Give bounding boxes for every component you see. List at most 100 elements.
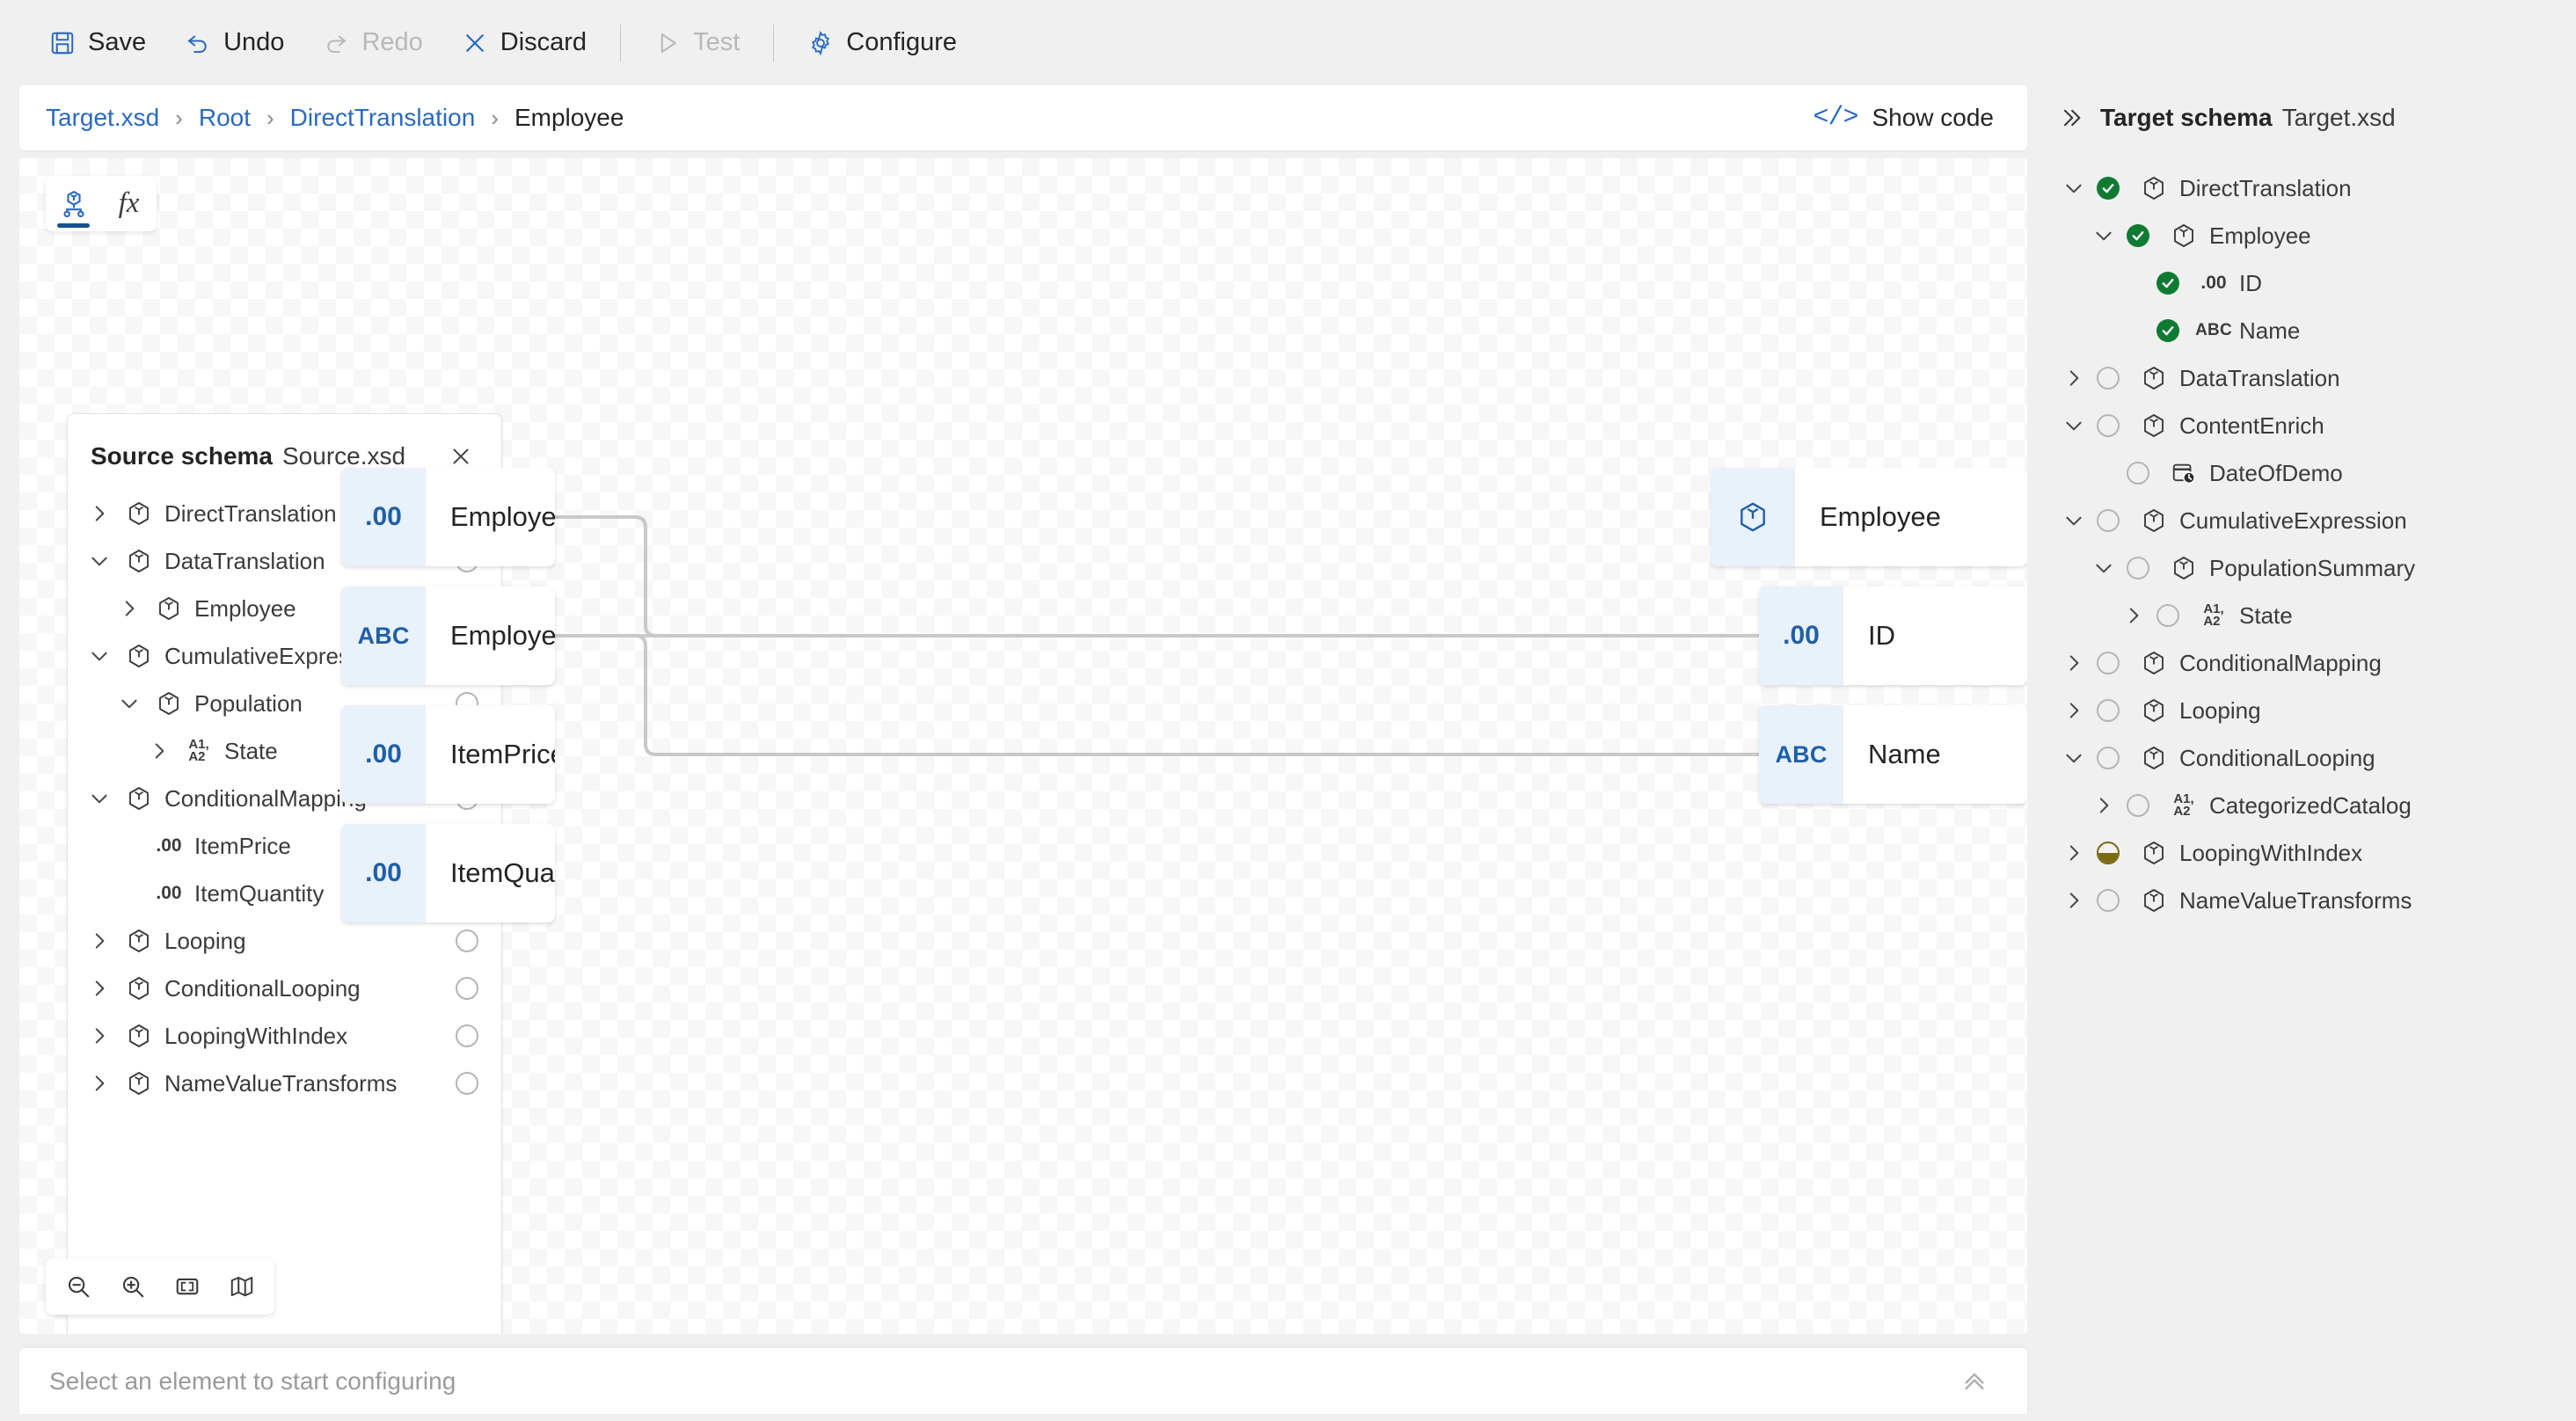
chevron-right-icon[interactable] xyxy=(110,597,149,620)
chevron-right-icon[interactable] xyxy=(2054,652,2093,674)
redo-button[interactable]: Redo xyxy=(303,16,441,70)
source-tree-row[interactable]: NameValueTransforms xyxy=(68,1060,501,1107)
test-button[interactable]: Test xyxy=(635,16,759,70)
expand-target-panel-button[interactable] xyxy=(2051,98,2091,138)
chevron-down-icon[interactable] xyxy=(2054,414,2093,437)
show-code-button[interactable]: </> Show code xyxy=(1802,98,2004,138)
close-source-panel-button[interactable] xyxy=(443,439,478,474)
unchecked-indicator[interactable] xyxy=(2097,889,2120,912)
target-tree-state[interactable] xyxy=(2093,363,2123,393)
chevron-right-icon[interactable] xyxy=(80,1072,119,1095)
source-tree-state[interactable] xyxy=(452,1021,482,1051)
mapped-indicator[interactable] xyxy=(2127,224,2149,247)
target-tree-state[interactable] xyxy=(2153,316,2183,346)
target-tree-state[interactable] xyxy=(2123,458,2153,488)
unchecked-indicator[interactable] xyxy=(2097,699,2120,722)
unchecked-indicator[interactable] xyxy=(2127,794,2149,817)
save-button[interactable]: Save xyxy=(30,16,165,70)
target-tree-state[interactable] xyxy=(2093,838,2123,868)
unchecked-indicator[interactable] xyxy=(2097,509,2120,532)
chevron-down-icon[interactable] xyxy=(80,550,119,572)
chevron-right-icon[interactable] xyxy=(80,977,119,1000)
target-tree-state[interactable] xyxy=(2093,743,2123,773)
tab-functions[interactable]: fx xyxy=(101,176,157,231)
target-tree-state[interactable] xyxy=(2093,411,2123,441)
target-tree-state[interactable] xyxy=(2153,601,2183,630)
chevron-right-icon[interactable] xyxy=(80,502,119,525)
target-tree-row[interactable]: LoopingWithIndex xyxy=(2042,829,2576,877)
mapped-indicator[interactable] xyxy=(2097,177,2120,200)
source-tree-state[interactable] xyxy=(452,973,482,1003)
chevron-down-icon[interactable] xyxy=(2054,509,2093,532)
zoom-out-button[interactable] xyxy=(51,1264,106,1309)
target-tree-state[interactable] xyxy=(2093,506,2123,536)
mapping-canvas[interactable]: fx Source schema Source.xsd DirectTransl… xyxy=(19,158,2027,1334)
source-tree-row[interactable]: LoopingWithIndex xyxy=(68,1012,501,1060)
target-tree-row[interactable]: DirectTranslation xyxy=(2042,164,2576,212)
discard-button[interactable]: Discard xyxy=(442,16,606,70)
minimap-button[interactable] xyxy=(215,1264,269,1309)
chevron-down-icon[interactable] xyxy=(2054,747,2093,769)
fit-to-screen-button[interactable] xyxy=(160,1264,215,1309)
unchecked-indicator[interactable] xyxy=(2097,414,2120,437)
chevron-right-icon[interactable] xyxy=(2054,889,2093,912)
target-tree-state[interactable] xyxy=(2093,173,2123,203)
unchecked-indicator[interactable] xyxy=(456,1072,478,1095)
target-tree-state[interactable] xyxy=(2093,696,2123,725)
unchecked-indicator[interactable] xyxy=(2097,367,2120,390)
chevron-right-icon[interactable] xyxy=(2054,699,2093,722)
source-node-card[interactable]: ABCEmployeeName xyxy=(341,587,555,685)
target-tree-state[interactable] xyxy=(2123,553,2153,583)
chevron-right-icon[interactable] xyxy=(2084,794,2123,817)
chevron-right-icon[interactable] xyxy=(80,1024,119,1047)
source-tree-row[interactable]: ConditionalLooping xyxy=(68,965,501,1012)
unchecked-indicator[interactable] xyxy=(2097,652,2120,674)
chevron-right-icon[interactable] xyxy=(2054,842,2093,864)
chevron-right-icon[interactable] xyxy=(140,740,179,762)
target-tree-row[interactable]: PopulationSummary xyxy=(2042,544,2576,592)
target-tree-row[interactable]: CumulativeExpression xyxy=(2042,497,2576,544)
target-tree-state[interactable] xyxy=(2093,885,2123,915)
breadcrumb-item-employee[interactable]: Employee xyxy=(514,104,624,131)
source-tree-state[interactable] xyxy=(452,926,482,956)
chevron-down-icon[interactable] xyxy=(110,692,149,715)
tab-schema-tree[interactable] xyxy=(46,176,101,231)
zoom-in-button[interactable] xyxy=(106,1264,160,1309)
unchecked-indicator[interactable] xyxy=(456,977,478,1000)
target-tree-row[interactable]: Looping xyxy=(2042,687,2576,734)
target-tree-state[interactable] xyxy=(2123,791,2153,820)
source-tree-row[interactable]: ConditionalMapping xyxy=(68,775,501,822)
chevron-down-icon[interactable] xyxy=(80,787,119,810)
chevron-down-icon[interactable] xyxy=(80,645,119,667)
source-tree-state[interactable] xyxy=(452,1068,482,1098)
source-tree-row[interactable]: DirectTranslation xyxy=(68,490,501,537)
unchecked-indicator[interactable] xyxy=(456,1024,478,1047)
mapped-indicator[interactable] xyxy=(2156,319,2179,342)
mapped-indicator[interactable] xyxy=(2156,272,2179,295)
target-tree-row[interactable]: ConditionalMapping xyxy=(2042,639,2576,687)
chevron-right-icon[interactable] xyxy=(80,929,119,952)
unchecked-indicator[interactable] xyxy=(2097,747,2120,769)
breadcrumb-item-root[interactable]: Root xyxy=(198,104,251,131)
target-tree-row[interactable]: DateOfDemo xyxy=(2042,449,2576,497)
target-tree-row[interactable]: NameValueTransforms xyxy=(2042,877,2576,924)
target-tree-state[interactable] xyxy=(2123,221,2153,251)
expand-config-panel-button[interactable] xyxy=(1952,1359,1997,1404)
configure-button[interactable]: Configure xyxy=(788,16,976,70)
unchecked-indicator[interactable] xyxy=(2156,604,2179,627)
unchecked-indicator[interactable] xyxy=(456,929,478,952)
target-tree-row[interactable]: Employee xyxy=(2042,212,2576,259)
chevron-down-icon[interactable] xyxy=(2054,177,2093,200)
breadcrumb-item-directtranslation[interactable]: DirectTranslation xyxy=(289,104,476,131)
partial-indicator[interactable] xyxy=(2097,842,2120,864)
target-tree-row[interactable]: DataTranslation xyxy=(2042,354,2576,402)
target-tree-state[interactable] xyxy=(2093,648,2123,678)
